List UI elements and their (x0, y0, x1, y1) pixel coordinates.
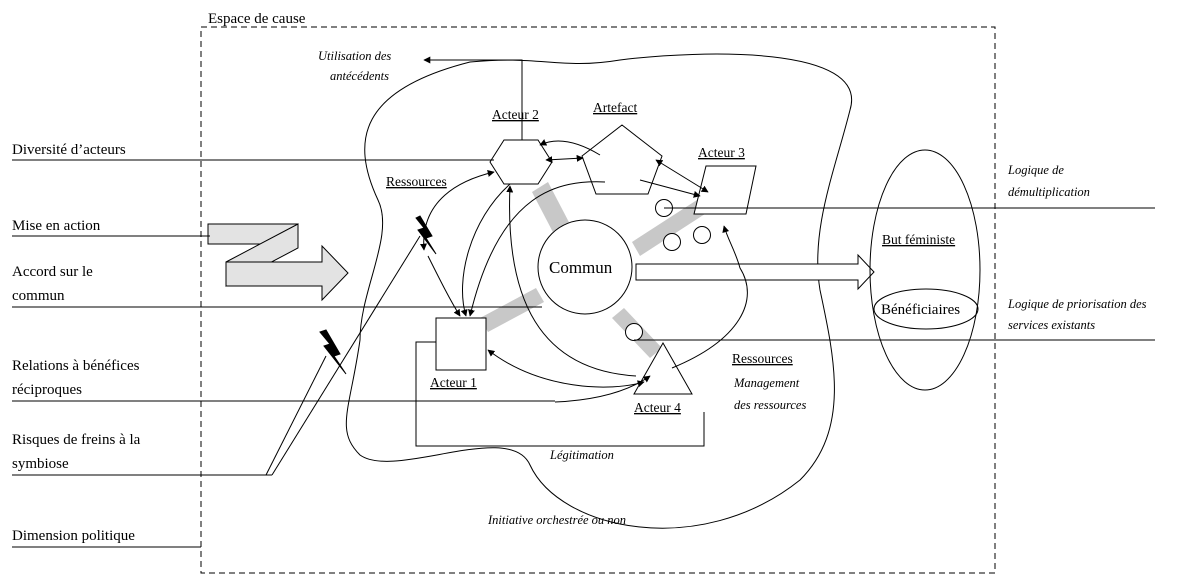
arrow-acteur4-acteur2 (506, 185, 637, 377)
beneficiaries-ellipse (873, 288, 979, 330)
goal-ellipse (869, 149, 981, 391)
legitimation-note: Légitimation (549, 448, 614, 462)
arrow-flash-acteur1 (427, 255, 461, 317)
acteur4-label: Acteur 4 (634, 400, 681, 415)
arrow-acteur1-acteur4-lower (554, 375, 651, 403)
commun-to-goal-arrow (635, 253, 875, 291)
label-risques-1: Risques de freins à la (12, 432, 141, 448)
small-circle (693, 226, 711, 244)
arrow-acteur2-acteur1 (460, 183, 511, 317)
acteur1-label: Acteur 1 (430, 375, 477, 390)
beneficiaires-label: Bénéficiaires (881, 302, 960, 318)
lightning-bolt-icon (415, 215, 437, 255)
gray-link-acteur1 (480, 288, 544, 332)
arrow-artefact-acteur3-a (655, 159, 709, 193)
management-note-1: Management (733, 376, 800, 390)
label-risques-2: symbiose (12, 456, 69, 472)
arrow-artefact-acteur3-b (639, 179, 701, 198)
small-circle (663, 233, 681, 251)
acteur2-hexagon (489, 139, 553, 185)
acteur3-parallelogram (693, 165, 757, 215)
label-dimension: Dimension politique (12, 528, 135, 544)
initiative-note: Initiative orchestrée ou non (487, 513, 626, 527)
acteur2-label: Acteur 2 (492, 107, 539, 122)
label-relations-2: réciproques (12, 382, 82, 398)
arrow-acteur2-utilisation (423, 56, 523, 140)
artefact-label: Artefact (593, 100, 637, 115)
priorisation-note-2: services existants (1008, 318, 1095, 332)
label-mise-en-action: Mise en action (12, 218, 101, 234)
label-accord-1: Accord sur le (12, 264, 93, 280)
acteur4-triangle (633, 341, 693, 395)
utilisation-note-2: antécédents (330, 69, 389, 83)
label-accord-2: commun (12, 288, 65, 304)
small-circle (625, 323, 643, 341)
ressources-top-label: Ressources (386, 174, 447, 189)
leader-risques-b (271, 235, 421, 476)
arrow-acteur1-acteur4 (487, 349, 645, 388)
gray-link-acteur3 (632, 198, 708, 256)
commun-label: Commun (549, 258, 613, 277)
arrow-acteur2-artefact (545, 154, 584, 164)
but-feministe-label: But féministe (882, 232, 955, 247)
utilisation-note-1: Utilisation des (318, 49, 391, 63)
frame-title: Espace de cause (208, 11, 306, 27)
community-blob (345, 53, 853, 529)
lightning-bolt-icon (319, 329, 347, 375)
arrow-artefact-acteur1 (468, 181, 606, 317)
demultiplication-note-2: démultiplication (1008, 185, 1090, 199)
legitimation-frame (415, 341, 705, 447)
artefact-pentagon (581, 124, 663, 195)
label-diversite: Diversité d’acteurs (12, 142, 126, 158)
acteur1-square (435, 317, 487, 371)
label-relations-1: Relations à bénéfices (12, 358, 140, 374)
arrow-artefact-hexagon-top (539, 139, 601, 156)
management-note-2: des ressources (734, 398, 806, 412)
commun-circle (537, 219, 633, 315)
action-arrow-head (225, 244, 349, 302)
ressources-bottom-label: Ressources (732, 351, 793, 366)
gray-link-acteur2 (532, 182, 572, 238)
leader-risques-c (265, 355, 327, 476)
arrow-acteur4-acteur3 (671, 225, 748, 369)
demultiplication-note-1: Logique de (1007, 163, 1064, 177)
acteur3-label: Acteur 3 (698, 145, 745, 160)
priorisation-note-1: Logique de priorisation des (1007, 297, 1147, 311)
